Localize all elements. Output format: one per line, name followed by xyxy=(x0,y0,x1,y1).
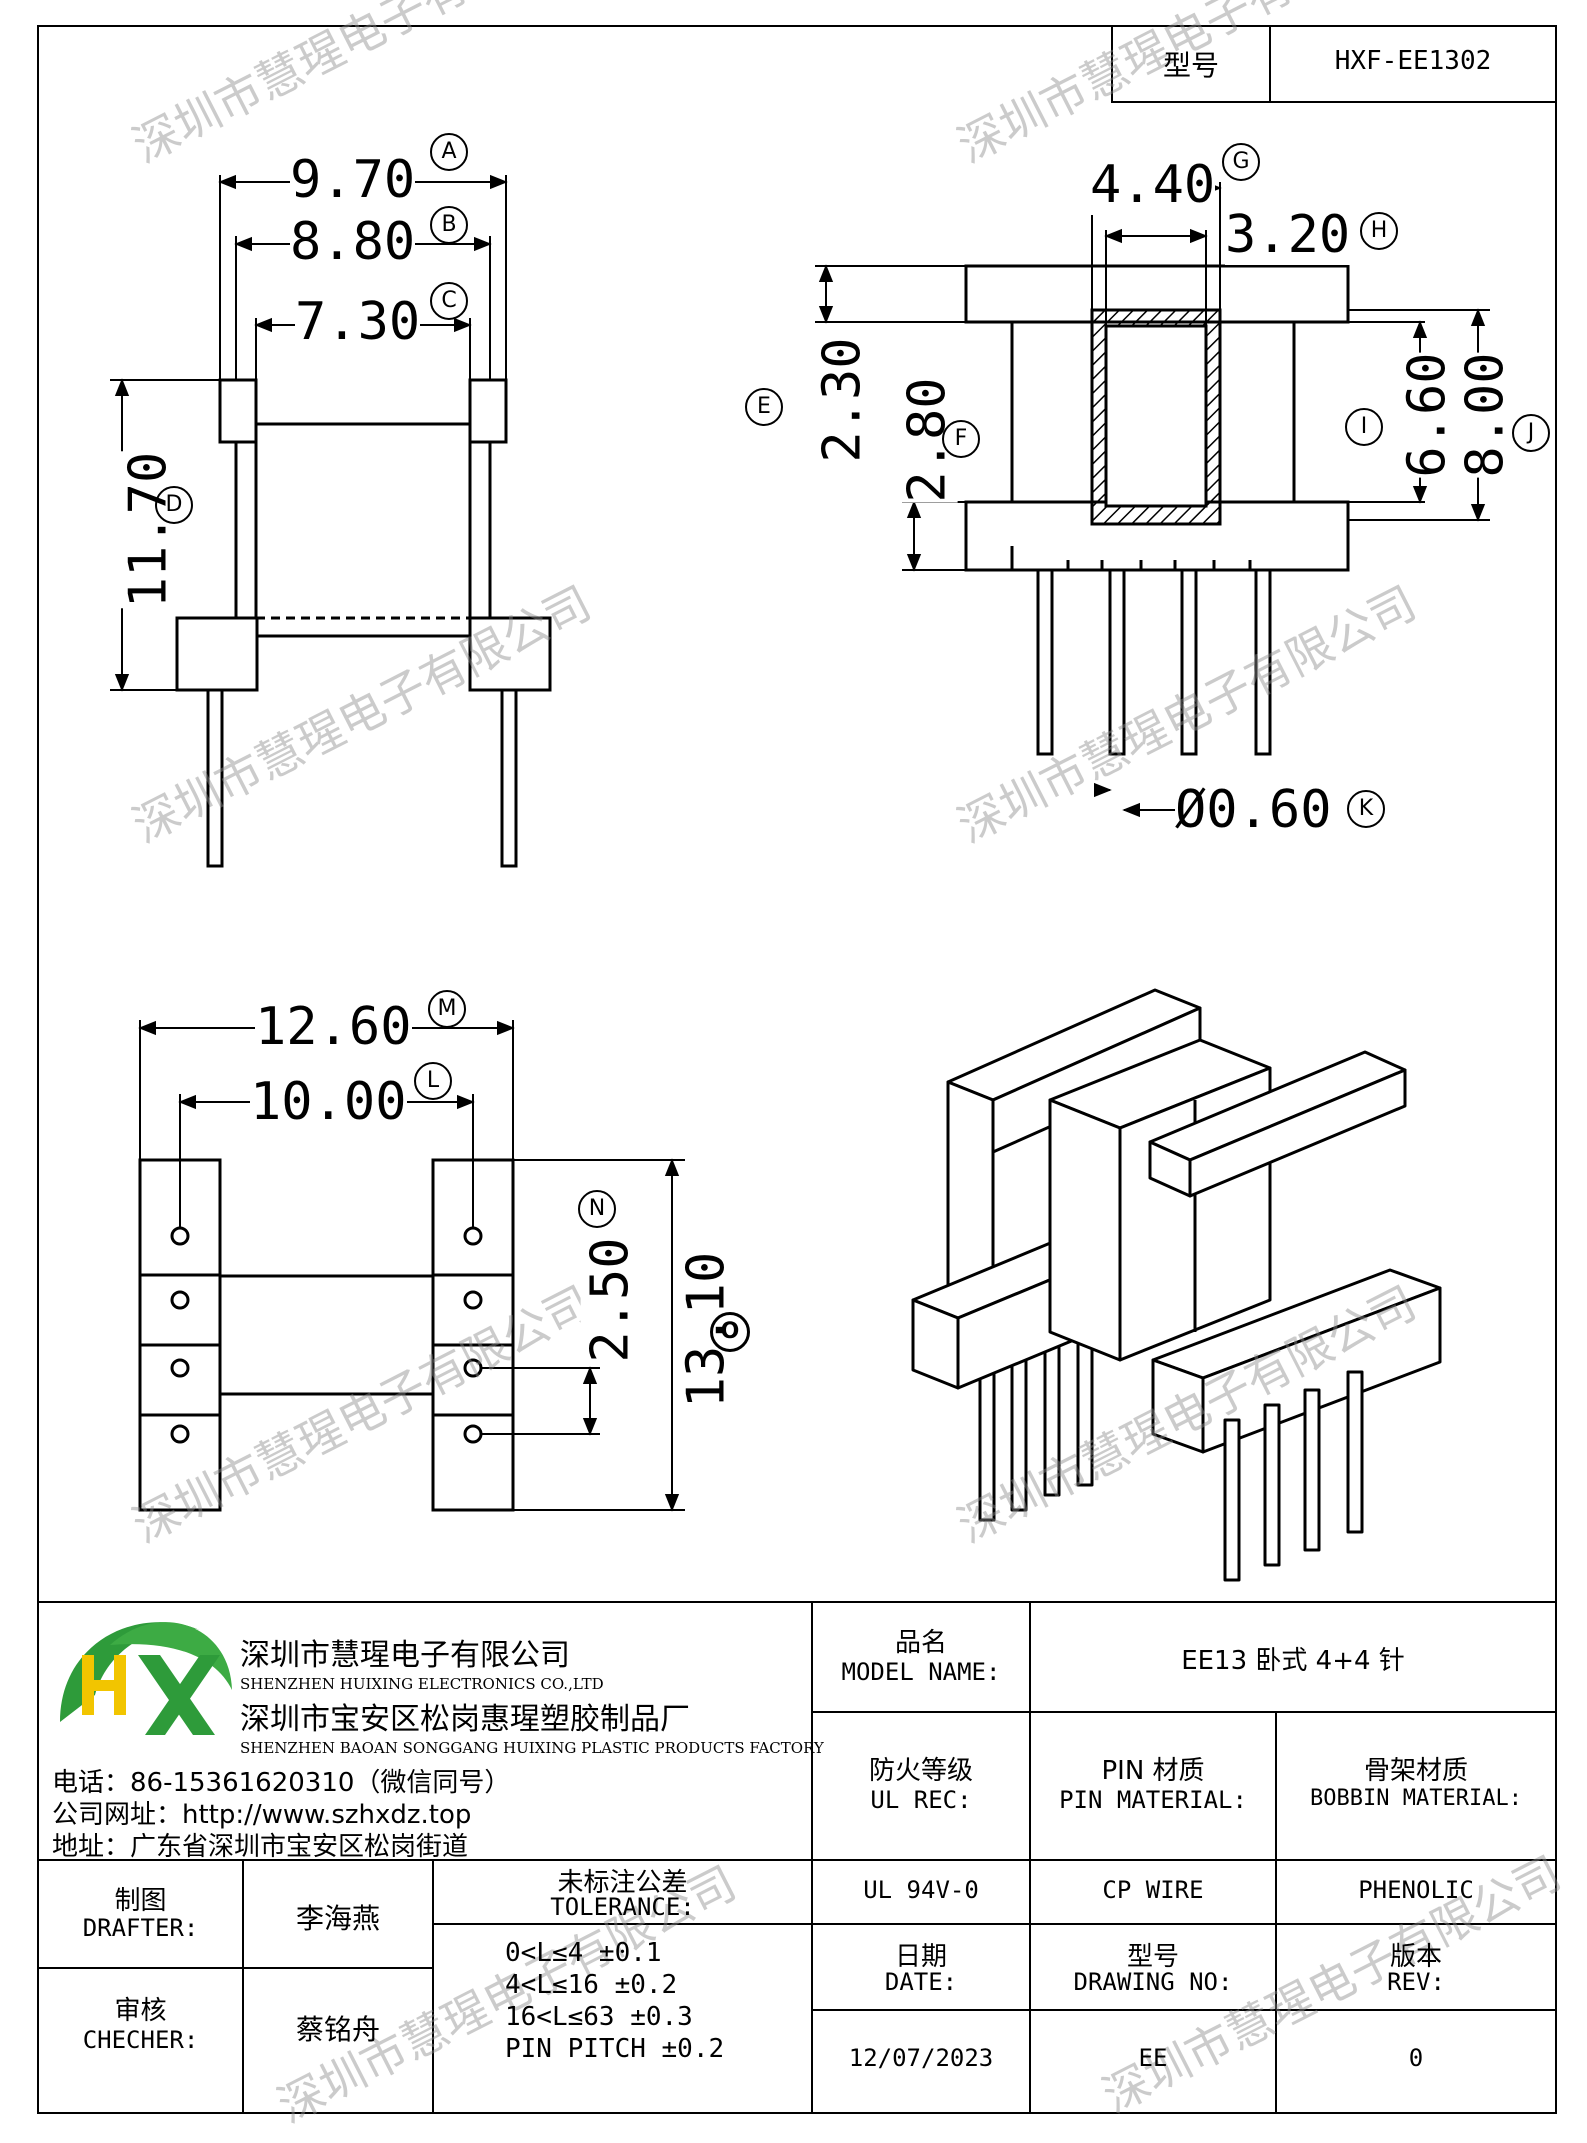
drawing-no-value: EE xyxy=(1138,2044,1168,2072)
drafter-en-label: DRAFTER: xyxy=(82,1914,199,1942)
bottom-left-view xyxy=(138,1158,515,1512)
date-value: 12/07/2023 xyxy=(848,2044,994,2072)
dim-c-value: 7.30 xyxy=(295,292,421,352)
dim-a-value: 9.70 xyxy=(290,150,416,210)
ul-rec-value: UL 94V-0 xyxy=(863,1876,979,1904)
dim-e-value: 2.30 xyxy=(812,337,873,463)
factory-name-cn: 深圳市宝安区松岗惠瑆塑胶制品厂 xyxy=(240,1702,690,1737)
model-name-en-label: MODEL NAME: xyxy=(841,1658,1001,1686)
company-logo xyxy=(60,1622,232,1735)
model-name-value: EE13 卧式 4+4 针 xyxy=(1181,1646,1405,1676)
dim-n-tag: N xyxy=(578,1190,616,1228)
dim-m-tag: M xyxy=(428,990,466,1028)
company-name-en: SHENZHEN HUIXING ELECTRONICS CO.,LTD xyxy=(240,1675,604,1693)
checker-en-label: CHECHER: xyxy=(82,2026,199,2054)
dim-l-value: 10.00 xyxy=(250,1072,407,1132)
dim-d-tag: D xyxy=(155,486,193,524)
tolerance-en-label: TOLERANCE: xyxy=(550,1893,695,1921)
rev-cn-label: 版本 xyxy=(1389,1942,1442,1972)
tolerance-line: 4<L≤16 ±0.2 xyxy=(505,1970,678,2000)
tolerance-cn-label: 未标注公差 xyxy=(557,1868,688,1898)
ul-rec-en-label: UL REC: xyxy=(870,1786,972,1814)
checker-value: 蔡铭舟 xyxy=(295,2013,380,2046)
pin-material-en-label: PIN MATERIAL: xyxy=(1059,1786,1247,1814)
pin-material-cn-label: PIN 材质 xyxy=(1101,1756,1205,1786)
tolerance-line: 16<L≤63 ±0.3 xyxy=(505,2002,693,2032)
dim-g-value: 4.40 xyxy=(1090,155,1216,215)
drafter-value: 李海燕 xyxy=(295,1902,380,1935)
date-en-label: DATE: xyxy=(884,1968,958,1996)
date-cn-label: 日期 xyxy=(894,1942,947,1972)
rev-en-label: REV: xyxy=(1387,1968,1445,1996)
dim-d-value: 11.70 xyxy=(118,451,179,609)
company-phone: 电话：86-15361620310（微信同号） xyxy=(52,1768,511,1798)
pin-material-value: CP WIRE xyxy=(1102,1876,1204,1904)
title-block-grid xyxy=(38,1601,1556,2113)
dim-j-value: 8.00 xyxy=(1455,352,1516,478)
dim-c-tag: C xyxy=(430,282,468,320)
dim-i-tag: I xyxy=(1345,408,1383,446)
header-model-box xyxy=(1111,25,1557,103)
rev-value: 0 xyxy=(1408,2044,1424,2072)
dim-h-tag: H xyxy=(1360,212,1398,250)
dim-o-tag: O xyxy=(710,1312,750,1352)
dim-n-value: 2.50 xyxy=(580,1237,641,1363)
model-name-cn-label: 品名 xyxy=(894,1628,947,1658)
dim-e-tag: E xyxy=(745,388,783,426)
company-address: 地址：广东省深圳市宝安区松岗街道 xyxy=(52,1832,469,1862)
drafter-cn-label: 制图 xyxy=(114,1886,167,1916)
company-website[interactable]: 公司网址：http://www.szhxdz.top xyxy=(52,1800,472,1830)
dim-b-value: 8.80 xyxy=(290,212,416,272)
factory-name-en: SHENZHEN BAOAN SONGGANG HUIXING PLASTIC … xyxy=(240,1739,824,1757)
dim-j-tag: J xyxy=(1512,414,1550,452)
bobbin-material-en-label: BOBBIN MATERIAL: xyxy=(1310,1786,1522,1811)
dim-a-tag: A xyxy=(430,133,468,171)
company-name-cn: 深圳市慧瑆电子有限公司 xyxy=(240,1638,570,1673)
dim-b-tag: B xyxy=(430,206,468,244)
dim-k-value: Ø0.60 xyxy=(1175,780,1332,840)
tolerance-line: 0<L≤4 ±0.1 xyxy=(505,1938,662,1968)
dim-h-value: 3.20 xyxy=(1225,205,1351,265)
dim-g-tag: G xyxy=(1222,143,1260,181)
header-model-value: HXF-EE1302 xyxy=(1334,46,1492,76)
dim-k-tag: K xyxy=(1347,790,1385,828)
tolerance-line: PIN PITCH ±0.2 xyxy=(505,2034,725,2064)
bobbin-material-cn-label: 骨架材质 xyxy=(1363,1756,1468,1786)
dim-i-value: 6.60 xyxy=(1397,352,1458,478)
bobbin-material-value: PHENOLIC xyxy=(1358,1876,1474,1904)
dim-m-value: 12.60 xyxy=(255,997,412,1057)
dim-f-tag: F xyxy=(942,420,980,458)
drawing-no-cn-label: 型号 xyxy=(1126,1942,1179,1972)
ul-rec-cn-label: 防火等级 xyxy=(868,1756,973,1786)
dim-l-tag: L xyxy=(414,1062,452,1100)
header-model-label: 型号 xyxy=(1162,49,1219,82)
top-right-view xyxy=(964,264,1350,756)
checker-cn-label: 审核 xyxy=(114,1996,167,2026)
isometric-view xyxy=(911,988,1442,1582)
sheet-frame xyxy=(37,25,1557,2114)
drawing-no-en-label: DRAWING NO: xyxy=(1073,1968,1233,1996)
top-left-view xyxy=(175,378,552,868)
